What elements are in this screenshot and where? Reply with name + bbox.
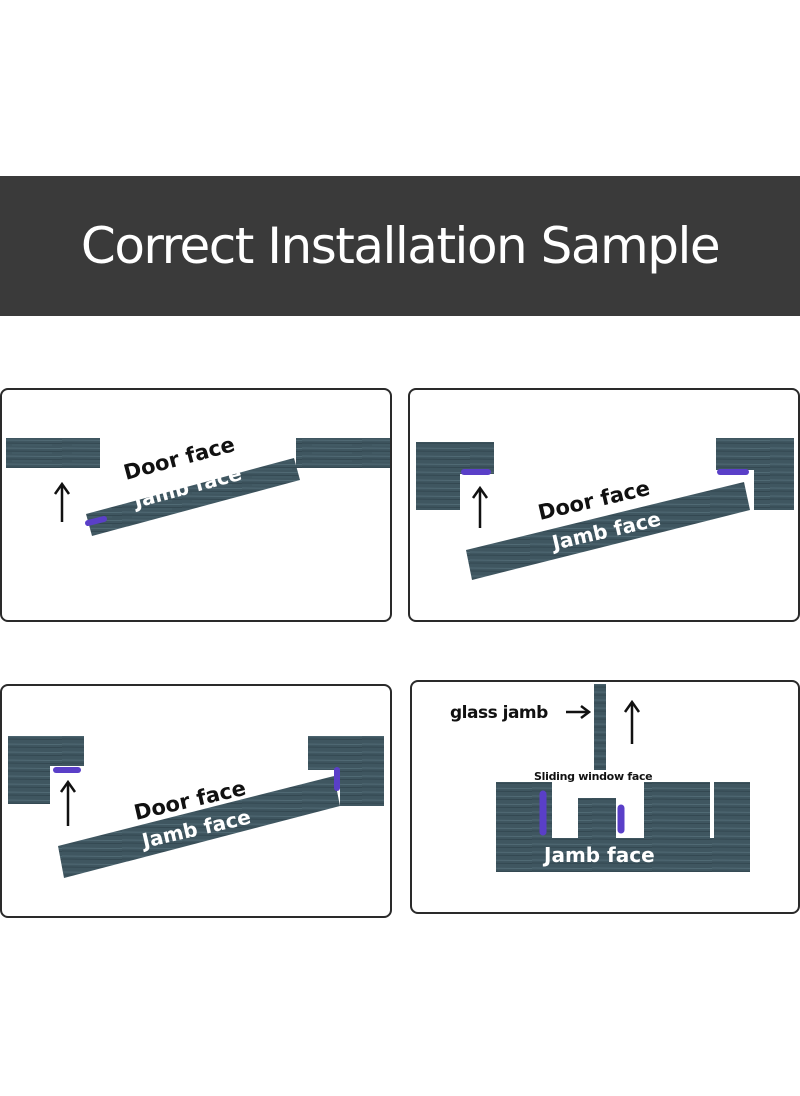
door-panel	[58, 776, 340, 878]
door-panel	[86, 458, 300, 536]
arrow-up-icon	[471, 485, 489, 528]
frame-block-left	[416, 442, 494, 510]
jamb-frame	[496, 782, 750, 872]
diagram-panel-3: Door face Jamb face	[0, 684, 392, 918]
title-banner: Correct Installation Sample	[0, 176, 800, 316]
arrow-right-icon	[566, 705, 592, 719]
glass-jamb-label: glass jamb	[450, 703, 548, 723]
frame-block-left	[8, 736, 84, 804]
frame-block-right	[296, 438, 390, 468]
diagram-panel-4: glass jamb Sliding window face Jamb face	[410, 680, 800, 914]
arrow-up-icon	[53, 481, 71, 522]
seal-strip	[85, 516, 107, 526]
diagram-panel-1: Door face Jamb face	[0, 388, 392, 622]
frame-block-right	[308, 736, 384, 806]
door-panel	[466, 482, 750, 580]
frame-block-right	[716, 438, 794, 510]
diagram-panel-2: Door face Jamb face	[408, 388, 800, 622]
frame-block-left	[6, 438, 100, 468]
jamb-face-label: Jamb face	[542, 843, 655, 867]
arrow-up-icon	[623, 699, 641, 744]
arrow-up-icon	[59, 779, 77, 826]
page-title: Correct Installation Sample	[80, 217, 721, 275]
glass-jamb	[594, 684, 606, 770]
sliding-window-face-label: Sliding window face	[534, 770, 652, 783]
